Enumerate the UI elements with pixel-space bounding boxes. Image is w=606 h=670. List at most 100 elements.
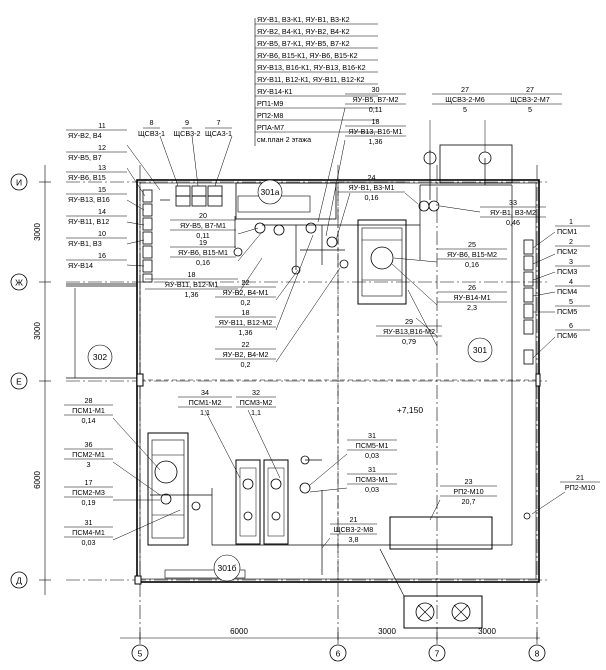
callout-value: 0,11 [196, 231, 209, 240]
panel-number: 10 [98, 229, 106, 238]
panel-number: 4 [569, 277, 573, 286]
axis-label: 5 [138, 648, 143, 658]
dimension-label: 3000 [33, 322, 42, 340]
axis-label: 7 [435, 648, 440, 658]
callout-value: 0,03 [82, 538, 96, 547]
panel-name: ЩСВ3-1 [138, 129, 165, 138]
dimension-label: 6000 [33, 471, 42, 489]
callout-number: 18 [242, 308, 250, 317]
panel-name: ПСМ3 [557, 267, 577, 276]
callout-value: 0,11 [369, 105, 382, 114]
callout-name: ЯУ-В1, В3-М1 [348, 183, 394, 192]
callout-name: ПСМ4-М1 [72, 528, 105, 537]
callout-name: РП2-М10 [565, 483, 595, 492]
callout-value: 5 [463, 105, 467, 114]
room-label: 301 [473, 345, 487, 355]
callout-value: 0,19 [82, 498, 96, 507]
callout-name: ПСМ3-М2 [240, 398, 273, 407]
callout-name: ЩСВ3-2-М7 [510, 95, 550, 104]
callout-name: ЯУ-В2, В4-М2 [222, 350, 268, 359]
callout-value: 2,3 [467, 303, 477, 312]
callout-value: 0,03 [365, 485, 379, 494]
dimension-label: 6000 [230, 627, 248, 636]
callout-number: 36 [85, 440, 93, 449]
panel-number: 5 [569, 297, 573, 306]
callout-number: 23 [465, 477, 473, 486]
callout-name: ЯУ-В2, В4-М1 [222, 288, 268, 297]
callout-number: 31 [368, 431, 376, 440]
callout-number: 27 [461, 85, 469, 94]
callout-number: 20 [199, 211, 207, 220]
header-list-item: ЯУ-В11, В12-К1, ЯУ-В11, В12-К2 [257, 75, 365, 84]
callout-number: 32 [252, 388, 260, 397]
right-panels [523, 239, 534, 365]
callout-name: ПСМ5-М1 [356, 441, 389, 450]
header-list-item: ЯУ-В5, В7-К1, ЯУ-В5, В7-К2 [257, 39, 350, 48]
room-walls [66, 144, 541, 585]
callout-name: ПСМ1-М2 [189, 398, 222, 407]
callout-value: 3,8 [349, 535, 359, 544]
header-list-item: ЯУ-В6, В15-К1, ЯУ-В6, В15-К2 [257, 51, 358, 60]
panel-name: ЩСВ3-2 [173, 129, 200, 138]
callout-number: 34 [201, 388, 209, 397]
callout-name: ЯУ-В6, В15-М2 [447, 250, 497, 259]
callout-number: 28 [85, 396, 93, 405]
header-list-item: ЯУ-В14-К1 [257, 87, 293, 96]
callout-number: 21 [576, 473, 584, 482]
callout-value: 0,46 [506, 218, 520, 227]
panel-name: ПСМ4 [557, 287, 577, 296]
dimension-label: 3000 [478, 627, 496, 636]
callout-value: 5 [528, 105, 532, 114]
callout-value: 0,14 [82, 416, 96, 425]
panel-name: ЯУ-В14 [68, 261, 93, 270]
callout-value: 0,16 [365, 193, 379, 202]
top-panels [175, 185, 223, 207]
header-list-item: ЯУ-В1, В3-К1, ЯУ-В1, В3-К2 [257, 15, 350, 24]
room-label: 301a [261, 187, 280, 197]
panel-number: 16 [98, 251, 106, 260]
callout-value: 1,1 [200, 408, 210, 417]
header-list-item: РПА-М7 [257, 123, 284, 132]
cable-runs [150, 150, 513, 575]
callout-number: 22 [242, 278, 250, 287]
callout-name: ПСМ3-М1 [356, 475, 389, 484]
callout-name: ЯУ-В14-М1 [453, 293, 490, 302]
panel-name: ПСМ1 [557, 227, 577, 236]
callout-name: ЩСВ3-2-М6 [445, 95, 485, 104]
callout-name: ЯУ-В13,В16-М2 [383, 327, 435, 336]
panel-name: ЯУ-В1, В3 [68, 239, 102, 248]
dimension-lines [39, 165, 540, 644]
callout-number: 30 [372, 85, 380, 94]
callout-number: 25 [468, 240, 476, 249]
header-list-item: ЯУ-В13, В16-К1, ЯУ-В13, В16-К2 [257, 63, 366, 72]
axis-label: 6 [336, 648, 341, 658]
callout-name: ЯУ-В5, В7-М2 [352, 95, 398, 104]
panel-name: ЯУ-В11, В12 [68, 217, 109, 226]
callout-name: ПСМ1-М1 [72, 406, 105, 415]
callout-name: ЯУ-В13, В16-М1 [348, 127, 402, 136]
elevation-mark: +7,150 [397, 405, 424, 415]
callout-number: 18 [372, 117, 380, 126]
panel-number: 3 [569, 257, 573, 266]
callout-number: 27 [526, 85, 534, 94]
callout-number: 18 [188, 270, 196, 279]
callout-value: 1,36 [239, 328, 253, 337]
panel-name: ПСМ5 [557, 307, 577, 316]
callout-name: ЯУ-В1, В3-М2 [490, 208, 536, 217]
panel-number: 12 [98, 143, 106, 152]
axis-label: Д [16, 575, 22, 585]
panel-number: 6 [569, 321, 573, 330]
callout-name: ЯУ-В11, В12-М1 [165, 280, 219, 289]
callout-number: 26 [468, 283, 476, 292]
panel-name: ЩСА3-1 [205, 129, 232, 138]
axis-label: Ж [15, 277, 23, 287]
left-panels [142, 189, 153, 283]
header-list-item: ЯУ-В2, В4-К1, ЯУ-В2, В4-К2 [257, 27, 350, 36]
callout-value: 0,79 [402, 337, 416, 346]
panel-number: 15 [98, 185, 106, 194]
